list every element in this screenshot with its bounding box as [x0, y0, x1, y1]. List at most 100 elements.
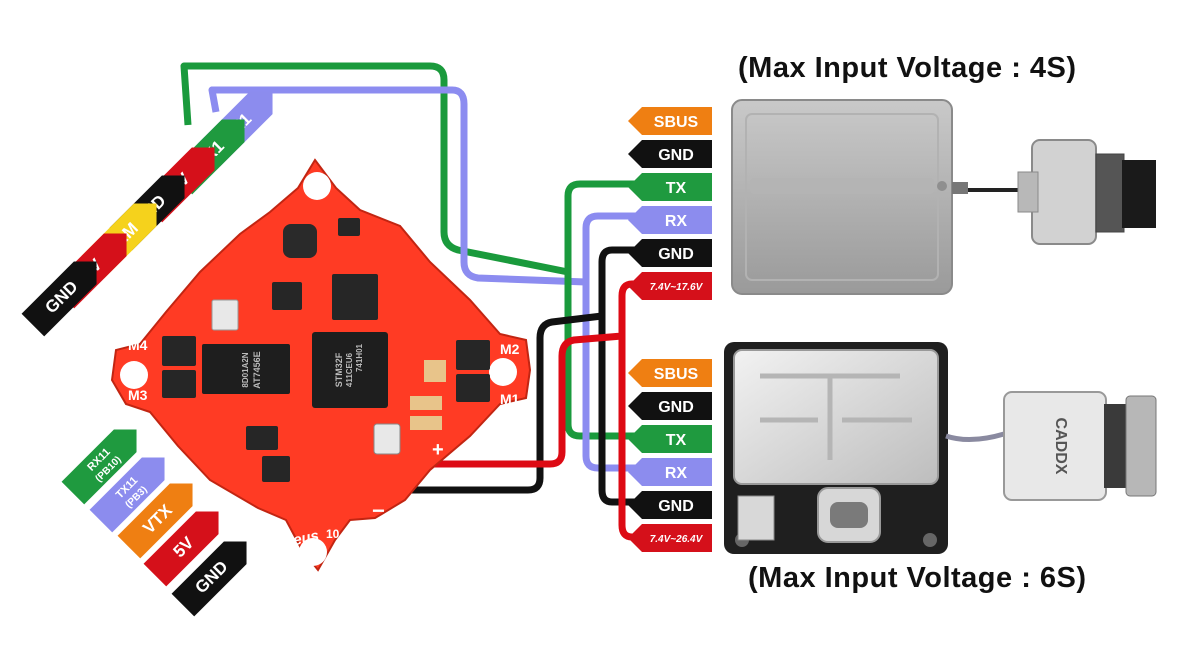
tag-shape: [89, 457, 165, 533]
tag-shape: [628, 458, 712, 486]
tag-shape: [628, 524, 712, 552]
fc-pin-tag: TX11(PB3): [89, 457, 165, 533]
tag-label: GND: [658, 246, 694, 263]
mount-hole: [120, 361, 148, 389]
vtx-top-connector: [952, 182, 968, 194]
vtx-top-camera-body: [1031, 139, 1097, 245]
green-wire-to-bottom-tx: [564, 268, 636, 440]
capacitor: [410, 416, 442, 430]
vtx-pin-tag: RX: [628, 458, 712, 486]
vtx-pin-tag: 7.4V~26.4V: [628, 524, 712, 552]
vtx-top-screw: [937, 181, 947, 191]
vtx-top-slot: [750, 178, 934, 194]
motor-label-m4: M4: [128, 337, 148, 353]
tag-shape: [628, 140, 712, 168]
motor-label-m2: M2: [500, 341, 520, 357]
vtx-pin-tag: GND: [628, 491, 712, 519]
tag-label: 7.4V~17.6V: [650, 282, 704, 293]
vtx-bottom-camera-cable: [945, 431, 1005, 442]
red-wire-vbat-top: [410, 280, 636, 468]
tag-shape: [628, 491, 712, 519]
osd-chip: [202, 344, 290, 394]
motor-label-m3: M3: [128, 387, 148, 403]
tag-shape: [628, 107, 712, 135]
tag-label: 7.4V~26.4V: [650, 534, 704, 545]
svg-text:STM32F: STM32F: [334, 352, 344, 387]
tag-label: RX: [665, 213, 688, 230]
tag-shape: [628, 206, 712, 234]
tag-shape: [117, 483, 193, 559]
tag-shape: [61, 429, 137, 505]
mount-hole: [489, 358, 517, 386]
mount-hole: [303, 172, 331, 200]
osd-text-line2: 8D01A2N: [241, 352, 250, 387]
tag-shape: [628, 272, 712, 300]
gyro-chip: [332, 274, 378, 320]
vtx-bottom-heatsink: [733, 349, 939, 485]
vtx-pin-tag: TX: [628, 173, 712, 201]
vtx-bottom-connector: [737, 495, 775, 541]
vtx-bottom-camera-lens-cap: [1125, 395, 1157, 497]
vtx-bottom-pin-tags: SBUS GND TX RX GND 7.4V~26.4V: [628, 359, 712, 552]
tag-shape: [628, 392, 712, 420]
tag-shape: [171, 541, 247, 617]
vtx-unit-top: [731, 99, 1156, 295]
mcu-text-line3: 741H01: [355, 343, 364, 372]
caption-top: (Max Input Voltage : 4S): [738, 52, 1077, 84]
vtx-top-pin-tags: SBUS GND TX RX GND 7.4V~17.6V: [628, 107, 712, 300]
tag-shape: [628, 173, 712, 201]
capacitor: [410, 396, 442, 410]
chip-small: [262, 456, 290, 482]
crystal: [211, 299, 239, 331]
tag-label: GND: [658, 147, 694, 164]
vtx-pin-tag: 7.4V~17.6V: [628, 272, 712, 300]
vtx-bottom-hole: [923, 533, 937, 547]
fc-pin-tag: GND: [21, 261, 97, 337]
osd-text-line1: AT7456E: [252, 351, 262, 388]
vtx-bottom-usb-port: [830, 502, 868, 528]
chip-small: [246, 426, 278, 450]
vtx-bottom-heatsink-groove: [760, 373, 912, 460]
vtx-pin-tag: TX: [628, 425, 712, 453]
vtx-pin-tag: GND: [628, 392, 712, 420]
tag-shape: [628, 239, 712, 267]
tag-shape: [21, 261, 97, 337]
vtx-top-camera-mid: [1017, 171, 1039, 213]
tag-shape: [628, 359, 712, 387]
tag-label: TX: [666, 180, 687, 197]
fc-pin-tag: 5V: [143, 511, 219, 587]
esc-mosfet: [456, 340, 490, 370]
vtx-pin-tag: GND: [628, 140, 712, 168]
green-wire-rx1-to-tx: [180, 62, 636, 276]
black-wire-gnd-bottom: [598, 316, 636, 506]
mcu-text-line2: 411CEU6: [345, 352, 354, 387]
button: [424, 360, 446, 382]
tag-label: GND: [658, 498, 694, 515]
blue-wire-tx1-to-rx: [208, 86, 636, 286]
plus-label: +: [432, 439, 444, 461]
mount-hole: [299, 538, 327, 566]
vtx-pin-tag: GND: [628, 239, 712, 267]
vtx-unit-bottom: CADDX: [724, 342, 1157, 554]
vtx-pin-tag: SBUS: [628, 107, 712, 135]
tag-label: TX: [666, 432, 687, 449]
mcu-chip: [312, 332, 388, 408]
blue-wire-to-bottom-rx: [582, 282, 636, 472]
tag-label: GND: [658, 399, 694, 416]
esc-mosfet: [456, 374, 490, 402]
tag-label: RX: [665, 465, 688, 482]
tag-shape: [143, 511, 219, 587]
flight-controller-board: STM32F 411CEU6 741H01 AT7456E 8D01A2N M4…: [110, 158, 532, 572]
chip-small: [338, 218, 360, 236]
minus-label: −: [372, 498, 385, 523]
vtx-top-panel: [745, 113, 939, 281]
black-wire-gnd-top: [388, 246, 636, 494]
mcu-text-line1: STM32F: [334, 352, 344, 387]
esc-mosfet: [162, 370, 196, 398]
motor-label-m1: M1: [500, 391, 520, 407]
battery-pad: [373, 423, 401, 455]
vtx-pin-tag: SBUS: [628, 359, 712, 387]
wires: [180, 62, 636, 541]
